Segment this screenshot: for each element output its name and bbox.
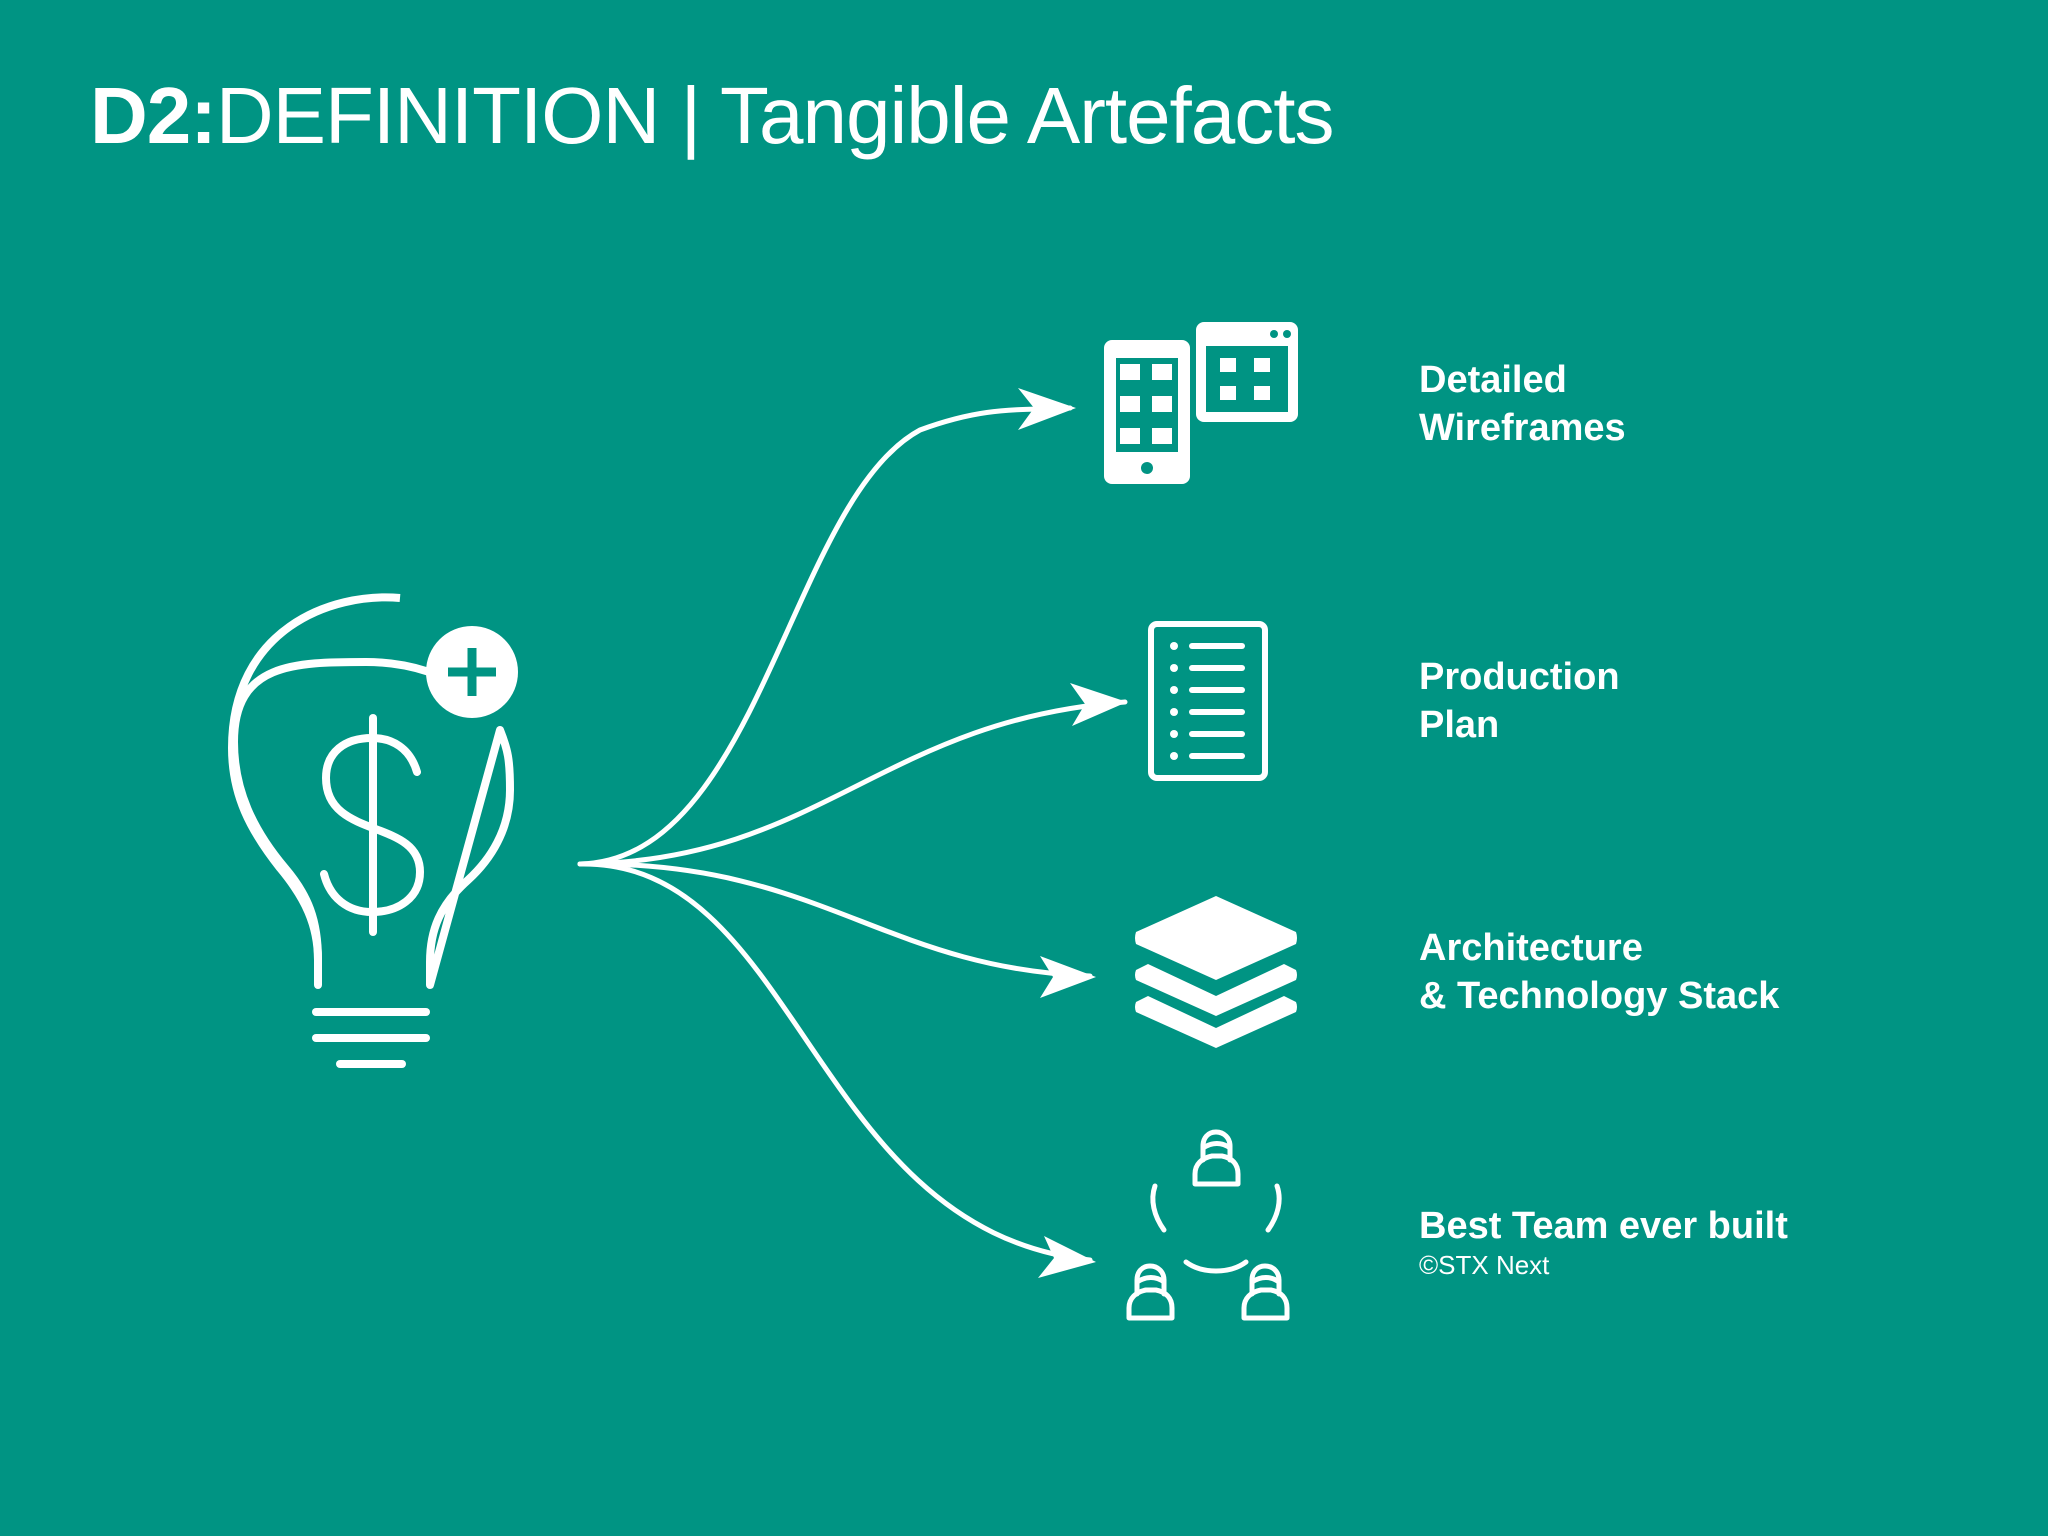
layers-stack-icon [1135,896,1297,1048]
arrowhead-architecture [1040,956,1096,998]
title-main: DEFINITION | Tangible Artefacts [215,71,1335,160]
label-wireframes-line1: Detailed [1419,359,1567,401]
bulb-outline-left [227,593,401,985]
label-production-plan-line2: Plan [1419,704,1500,746]
team-icon [1126,1129,1290,1321]
slide-title: D2:DEFINITION | Tangible Artefacts [90,72,1334,160]
label-architecture-line1: Architecture [1419,927,1643,969]
wireframes-icon [1104,322,1298,484]
arrowhead-wireframes [1018,388,1076,430]
label-architecture: Architecture & Technology Stack [1419,924,1779,1020]
arrow-to-wireframes [577,405,1073,867]
label-team-line1: Best Team ever built [1419,1205,1788,1247]
title-prefix: D2: [90,71,217,160]
arrowhead-production-plan [1070,683,1127,726]
arrow-to-production-plan [577,699,1128,867]
arrow-to-architecture [577,861,1093,979]
label-team: Best Team ever built [1419,1202,1788,1250]
label-wireframes-line2: Wireframes [1419,407,1626,449]
document-list-icon [1148,621,1268,781]
copyright-credit: ©STX Next [1419,1250,1550,1280]
plus-icon [448,648,496,696]
arrow-to-team [577,861,1093,1263]
label-wireframes: Detailed Wireframes [1419,356,1626,452]
arrowhead-team [1038,1236,1096,1278]
label-production-plan-line1: Production [1419,656,1620,698]
label-production-plan: Production Plan [1419,653,1620,749]
label-architecture-line2: & Technology Stack [1419,975,1780,1017]
